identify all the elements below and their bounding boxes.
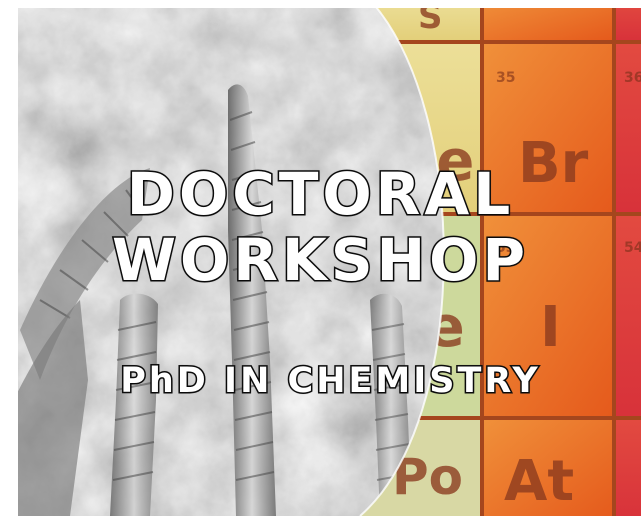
element-symbol-center: I bbox=[540, 295, 561, 360]
headline-workshop: WORKSHOP bbox=[110, 226, 529, 294]
element-symbol-bottom: At bbox=[504, 449, 574, 514]
circle-edge bbox=[359, 0, 445, 516]
top-margin bbox=[0, 0, 641, 8]
atomic-number-low: 53 bbox=[496, 240, 515, 256]
atomic-number-mid: 35 bbox=[496, 70, 515, 86]
left-margin bbox=[0, 0, 18, 516]
atomic-number-right-low: 54 bbox=[624, 240, 641, 256]
headline-doctoral: DOCTORAL bbox=[125, 160, 515, 228]
element-symbol-mid: Br bbox=[518, 131, 589, 196]
spiral-towers bbox=[0, 84, 412, 516]
atomic-number-right: 36 bbox=[624, 70, 641, 86]
subheadline-phd-in-chemistry: PhD IN CHEMISTRY bbox=[119, 360, 541, 403]
